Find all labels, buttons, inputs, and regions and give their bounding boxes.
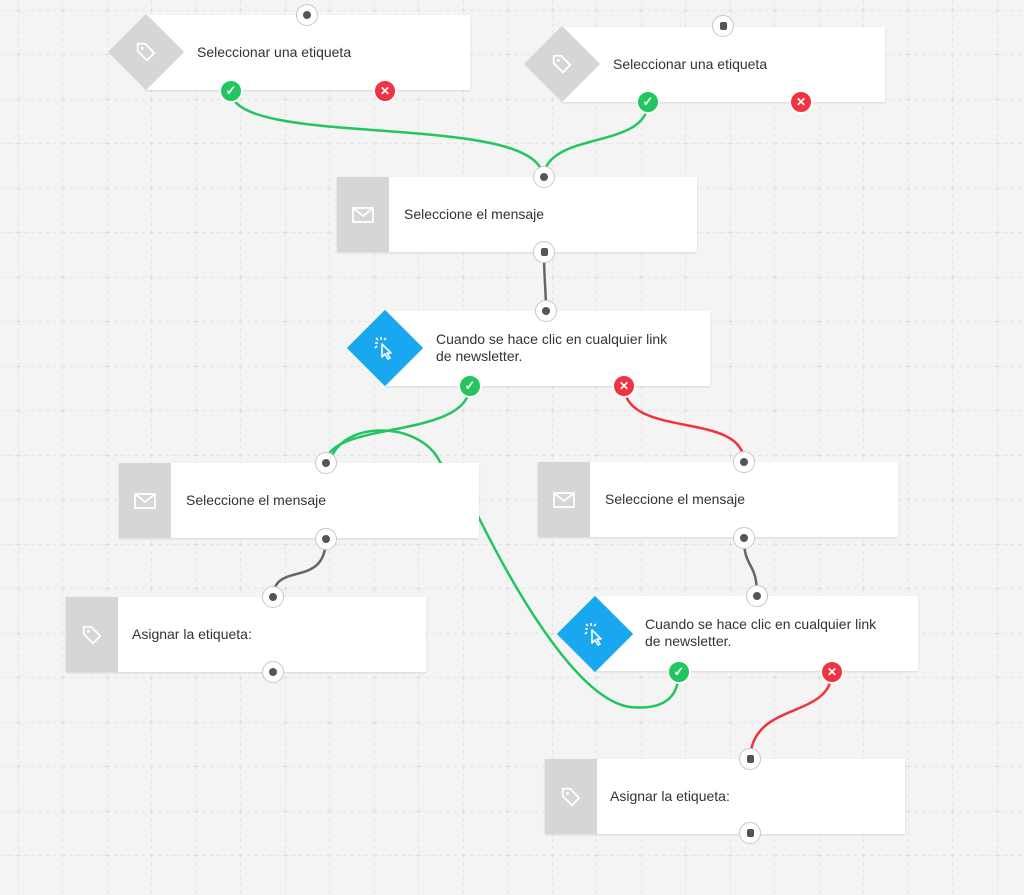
input-port[interactable]	[712, 15, 734, 37]
yes-output-badge[interactable]: ✓	[667, 660, 691, 684]
click-condition-node-2[interactable]: Cuando se hace clic en cualquier link de…	[596, 596, 918, 671]
no-output-badge[interactable]: ✕	[612, 374, 636, 398]
node-label: Cuando se hace clic en cualquier link de…	[436, 331, 668, 364]
input-port[interactable]	[733, 451, 755, 473]
envelope-icon	[538, 462, 590, 537]
output-port[interactable]	[739, 822, 761, 844]
input-port[interactable]	[746, 585, 768, 607]
tag-icon	[131, 37, 161, 67]
node-label: Asignar la etiqueta:	[610, 788, 730, 804]
output-port[interactable]	[533, 241, 555, 263]
message-node-3[interactable]: Seleccione el mensaje	[538, 462, 898, 537]
envelope-icon	[119, 463, 171, 538]
input-port[interactable]	[315, 452, 337, 474]
input-port[interactable]	[262, 586, 284, 608]
cursor-click-icon	[580, 619, 610, 649]
output-port[interactable]	[315, 528, 337, 550]
no-output-badge[interactable]: ✕	[789, 90, 813, 114]
input-port[interactable]	[739, 748, 761, 770]
tag-icon	[545, 759, 597, 834]
node-label: Seleccione el mensaje	[605, 491, 746, 507]
tag-icon	[66, 597, 118, 672]
cursor-click-icon	[370, 333, 400, 363]
assign-tag-node-1[interactable]: Asignar la etiqueta:	[66, 597, 426, 672]
yes-output-badge[interactable]: ✓	[636, 90, 660, 114]
message-node-2[interactable]: Seleccione el mensaje	[119, 463, 479, 538]
node-label: Seleccionar una etiqueta	[197, 44, 352, 60]
envelope-icon	[337, 177, 389, 252]
click-condition-node-1[interactable]: Cuando se hace clic en cualquier link de…	[385, 311, 710, 386]
node-label: Seleccionar una etiqueta	[613, 56, 768, 72]
assign-tag-node-2[interactable]: Asignar la etiqueta:	[545, 759, 905, 834]
input-port[interactable]	[296, 4, 318, 26]
yes-output-badge[interactable]: ✓	[219, 79, 243, 103]
no-output-badge[interactable]: ✕	[820, 660, 844, 684]
output-port[interactable]	[262, 661, 284, 683]
node-label: Asignar la etiqueta:	[132, 626, 252, 642]
no-output-badge[interactable]: ✕	[373, 79, 397, 103]
tag-icon	[547, 49, 577, 79]
node-label: Seleccione el mensaje	[186, 492, 327, 508]
tag-condition-node-1[interactable]: Seleccionar una etiqueta	[145, 15, 470, 90]
input-port[interactable]	[535, 300, 557, 322]
input-port[interactable]	[533, 166, 555, 188]
yes-output-badge[interactable]: ✓	[458, 374, 482, 398]
node-label: Cuando se hace clic en cualquier link de…	[645, 616, 877, 649]
node-label: Seleccione el mensaje	[404, 206, 545, 222]
tag-condition-node-2[interactable]: Seleccionar una etiqueta	[562, 27, 885, 102]
message-node-1[interactable]: Seleccione el mensaje	[337, 177, 697, 252]
output-port[interactable]	[733, 527, 755, 549]
